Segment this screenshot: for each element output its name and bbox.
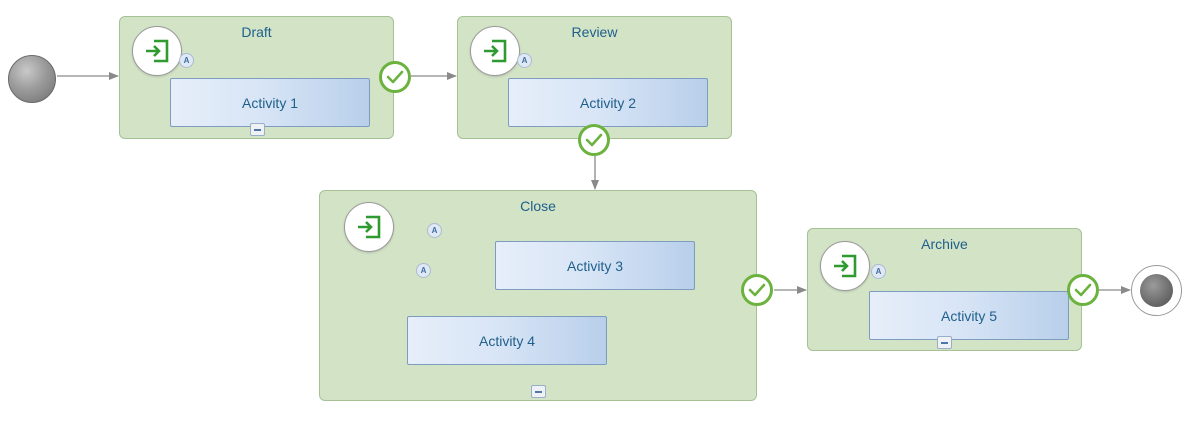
stage-draft[interactable]: Draft A Activity 1 (119, 16, 394, 139)
transition-badge[interactable]: A (871, 264, 886, 279)
checkmark-icon[interactable] (578, 124, 610, 156)
stage-review[interactable]: Review A Activity 2 (457, 16, 732, 139)
stage-close[interactable]: Close A A Activity 3 Activity 4 (319, 190, 757, 401)
stage-archive[interactable]: Archive A Activity 5 (807, 228, 1082, 351)
end-node-icon (1140, 274, 1173, 307)
checkmark-icon[interactable] (379, 61, 411, 93)
stage-title-archive: Archive (921, 236, 968, 252)
sign-in-icon (834, 254, 857, 278)
stage-entry-draft[interactable] (132, 26, 182, 76)
stage-title-close: Close (520, 198, 556, 214)
sign-in-icon (358, 215, 381, 239)
start-node[interactable] (8, 55, 56, 103)
activity-1[interactable]: Activity 1 (170, 78, 370, 127)
collapse-icon[interactable] (531, 385, 546, 398)
stage-title-review: Review (571, 24, 618, 40)
transition-badge[interactable]: A (416, 263, 431, 278)
checkmark-icon[interactable] (741, 274, 773, 306)
stage-title-draft: Draft (241, 24, 272, 40)
activity-5[interactable]: Activity 5 (869, 291, 1069, 340)
transition-badge[interactable]: A (427, 223, 442, 238)
checkmark-icon[interactable] (1067, 274, 1099, 306)
stage-entry-review[interactable] (470, 26, 520, 76)
stage-entry-close[interactable] (344, 202, 394, 252)
end-node[interactable] (1131, 265, 1182, 316)
activity-2[interactable]: Activity 2 (508, 78, 708, 127)
collapse-icon[interactable] (937, 336, 952, 349)
transition-badge[interactable]: A (517, 53, 532, 68)
activity-3[interactable]: Activity 3 (495, 241, 695, 290)
stage-entry-archive[interactable] (820, 241, 870, 291)
activity-4[interactable]: Activity 4 (407, 316, 607, 365)
sign-in-icon (146, 39, 169, 63)
transition-badge[interactable]: A (179, 53, 194, 68)
collapse-icon[interactable] (250, 123, 265, 136)
sign-in-icon (484, 39, 507, 63)
